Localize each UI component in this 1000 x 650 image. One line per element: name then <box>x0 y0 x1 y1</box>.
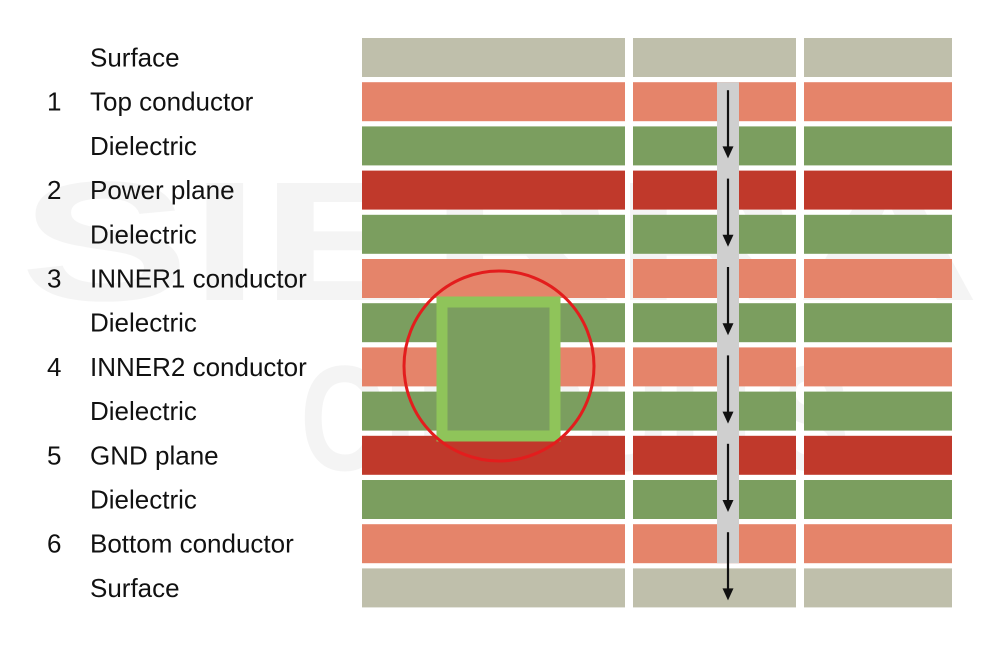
layer-label: INNER2 conductor <box>90 352 307 382</box>
layer-10-dielectric-segment-1 <box>362 480 625 519</box>
layer-2-dielectric-segment-2 <box>633 126 796 166</box>
layer-8-dielectric-segment-3 <box>804 391 952 431</box>
current-arrow-head-icon <box>722 411 734 424</box>
layer-5-signal-segment-3 <box>804 259 952 298</box>
layer-10-dielectric-segment-3 <box>804 480 952 519</box>
layer-number: 5 <box>47 440 61 470</box>
layer-number: 2 <box>47 175 61 205</box>
layer-label: Power plane <box>90 175 235 205</box>
layer-label: Dielectric <box>90 131 197 161</box>
layer-3-plane-segment-1 <box>362 170 625 210</box>
layer-0-surface-segment-3 <box>804 38 952 77</box>
layer-label: Surface <box>90 43 180 73</box>
layer-label: Dielectric <box>90 219 197 249</box>
layer-5-signal-segment-1 <box>362 259 625 298</box>
layer-4-dielectric-segment-2 <box>633 214 796 254</box>
current-arrow-head-icon <box>722 588 734 601</box>
layer-label: INNER1 conductor <box>90 264 307 294</box>
layer-number: 4 <box>47 352 61 382</box>
layer-3-plane-segment-2 <box>633 170 796 210</box>
layer-number: 3 <box>47 264 61 294</box>
current-arrow-head-icon <box>722 323 734 336</box>
current-arrow-head-icon <box>722 500 734 512</box>
layer-1-signal-segment-3 <box>804 82 952 122</box>
layer-4-dielectric-segment-3 <box>804 214 952 254</box>
layer-4-dielectric-segment-1 <box>362 214 625 254</box>
layer-10-dielectric-segment-2 <box>633 480 796 519</box>
current-arrow-head-icon <box>722 234 734 247</box>
highlight-circle <box>402 269 596 463</box>
layer-0-surface-segment-2 <box>633 38 796 77</box>
layer-label: Top conductor <box>90 87 254 117</box>
layer-12-surface-segment-1 <box>362 568 625 608</box>
layer-label: Dielectric <box>90 485 197 515</box>
layer-2-dielectric-segment-1 <box>362 126 625 166</box>
highlight-box <box>436 296 561 442</box>
layer-5-signal-segment-2 <box>633 259 796 298</box>
layer-7-signal-segment-3 <box>804 347 952 387</box>
current-arrow-head-icon <box>722 146 734 159</box>
layer-number: 1 <box>47 87 61 117</box>
layer-12-surface-segment-3 <box>804 568 952 608</box>
layer-11-signal-segment-3 <box>804 524 952 564</box>
layer-9-plane-segment-1 <box>362 435 625 475</box>
layer-11-signal-segment-1 <box>362 524 625 564</box>
layer-6-dielectric-segment-3 <box>804 303 952 343</box>
layer-label: Dielectric <box>90 308 197 338</box>
layer-0-surface-segment-1 <box>362 38 625 77</box>
layer-8-dielectric-segment-2 <box>633 391 796 431</box>
layer-9-plane-segment-2 <box>633 435 796 475</box>
layer-7-signal-segment-2 <box>633 347 796 387</box>
layer-6-dielectric-segment-2 <box>633 303 796 343</box>
layer-1-signal-segment-1 <box>362 82 625 122</box>
layer-number: 6 <box>47 529 61 559</box>
layer-label: Dielectric <box>90 396 197 426</box>
layer-12-surface-segment-2 <box>633 568 796 608</box>
via-column <box>717 82 739 601</box>
layer-11-signal-segment-2 <box>633 524 796 564</box>
layer-label: GND plane <box>90 440 219 470</box>
layer-1-signal-segment-2 <box>633 82 796 122</box>
layer-3-plane-segment-3 <box>804 170 952 210</box>
layer-label: Bottom conductor <box>90 529 294 559</box>
layer-label: Surface <box>90 573 180 603</box>
layer-9-plane-segment-3 <box>804 435 952 475</box>
highlight-group <box>402 269 596 463</box>
layer-2-dielectric-segment-3 <box>804 126 952 166</box>
